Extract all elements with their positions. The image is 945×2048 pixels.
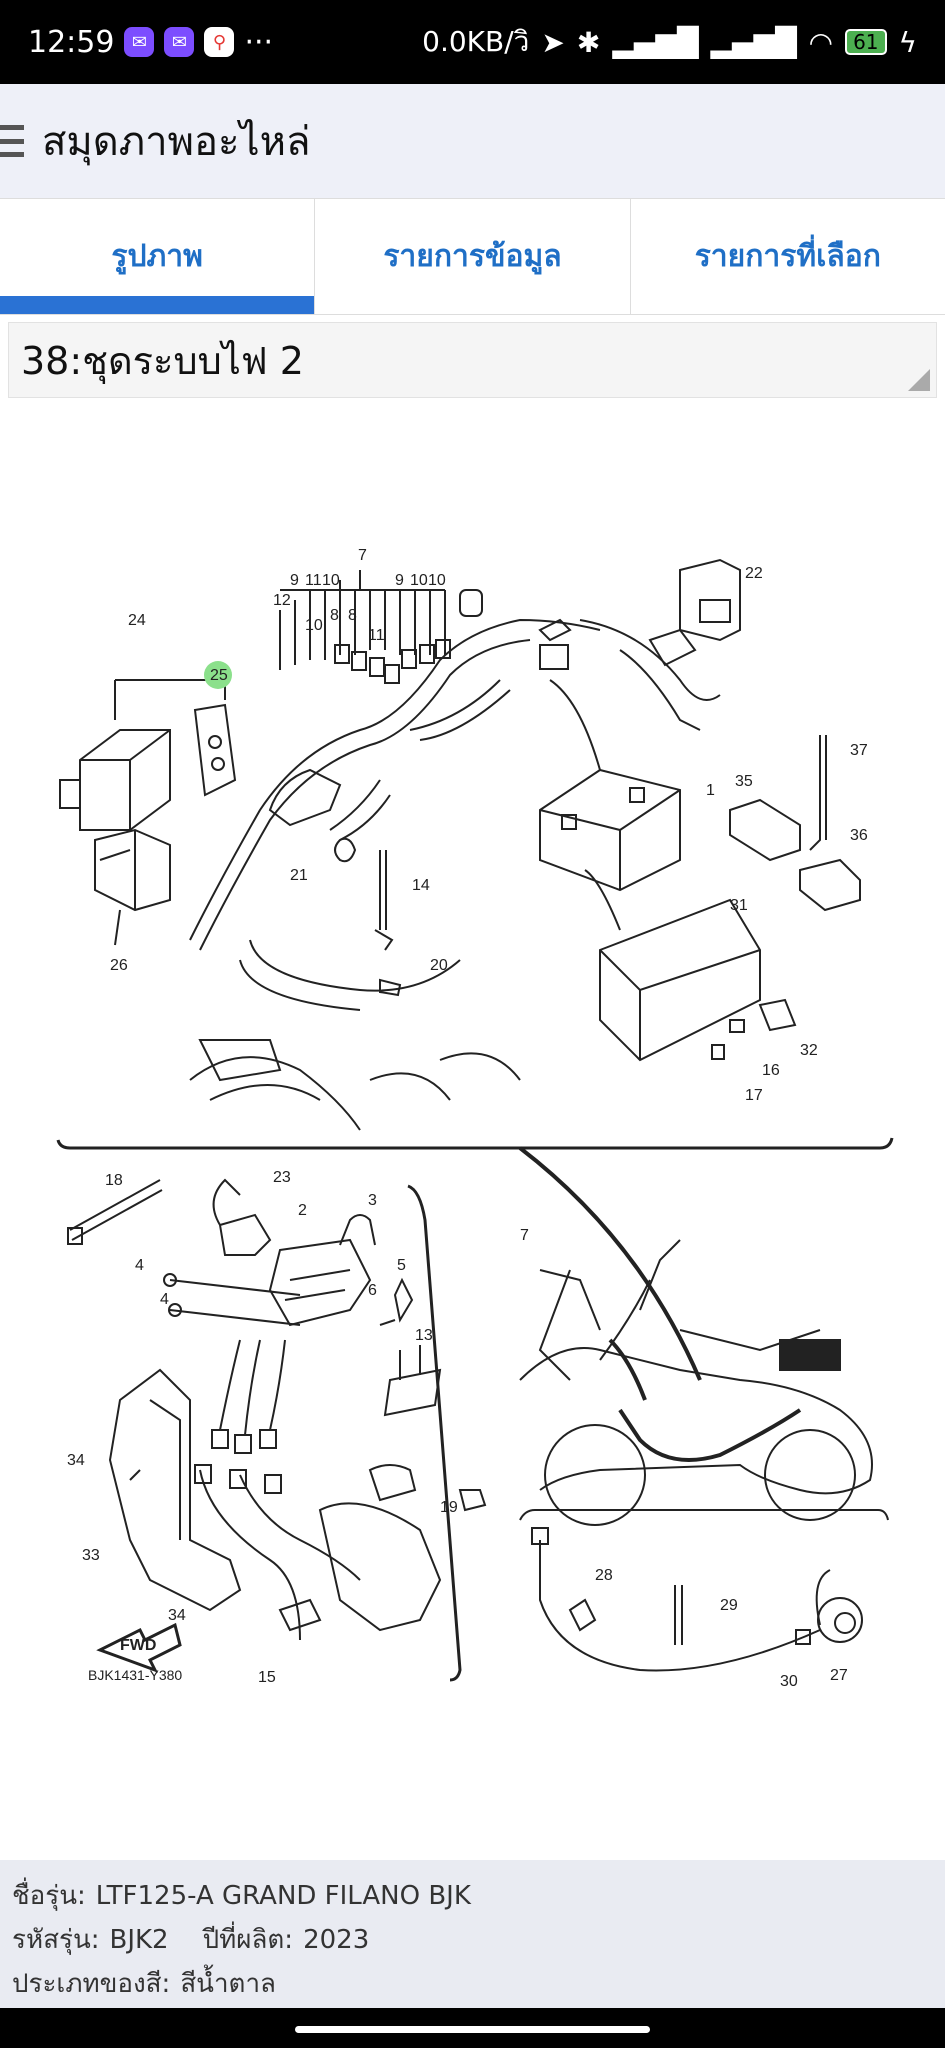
svg-text:3: 3 bbox=[368, 1192, 377, 1209]
tab-selected-list[interactable]: รายการที่เลือก bbox=[694, 239, 881, 274]
messenger-icon-2: ✉ bbox=[164, 27, 195, 57]
signal-icon-2: ▂▄▆█ bbox=[710, 25, 797, 59]
home-gesture-bar[interactable] bbox=[295, 2026, 650, 2033]
svg-text:2: 2 bbox=[298, 1202, 307, 1219]
tab-data-list[interactable]: รายการข้อมูล bbox=[315, 199, 631, 314]
svg-text:28: 28 bbox=[595, 1567, 613, 1584]
model-info: ชื่อรุ่น: LTF125-A GRAND FILANO BJK รหัสร… bbox=[0, 1860, 945, 2008]
page-title: สมุดภาพอะไหล่ bbox=[42, 119, 311, 165]
fwd-label: FWD bbox=[120, 1637, 156, 1654]
svg-text:10: 10 bbox=[322, 572, 340, 589]
svg-text:10: 10 bbox=[428, 572, 446, 589]
svg-text:35: 35 bbox=[735, 773, 753, 790]
svg-text:23: 23 bbox=[273, 1169, 291, 1186]
tab-bar: รูปภาพ รายการข้อมูล รายการที่เลือก bbox=[0, 198, 945, 315]
section-title: 38:ชุดระบบไฟ 2 bbox=[21, 338, 304, 383]
highlight-label: 25 bbox=[210, 667, 228, 684]
svg-text:33: 33 bbox=[82, 1547, 100, 1564]
dropdown-corner-icon bbox=[908, 369, 930, 391]
svg-text:31: 31 bbox=[730, 897, 748, 914]
svg-text:34: 34 bbox=[168, 1607, 186, 1624]
svg-text:30: 30 bbox=[780, 1673, 798, 1690]
svg-text:8: 8 bbox=[348, 607, 357, 624]
svg-text:37: 37 bbox=[850, 742, 868, 759]
svg-text:10: 10 bbox=[410, 572, 428, 589]
nav-bar bbox=[0, 2008, 945, 2048]
svg-text:15: 15 bbox=[258, 1669, 276, 1686]
svg-text:1: 1 bbox=[706, 782, 715, 799]
svg-text:21: 21 bbox=[290, 867, 308, 884]
model-value: LTF125-A GRAND FILANO BJK bbox=[95, 1881, 471, 1911]
battery-icon: 61 bbox=[845, 29, 887, 55]
bluetooth-icon: ✱ bbox=[576, 25, 601, 59]
svg-text:22: 22 bbox=[745, 565, 763, 582]
svg-text:32: 32 bbox=[800, 1042, 818, 1059]
status-time: 12:59 bbox=[28, 24, 115, 60]
diagram-code: BJK1431-Y380 bbox=[88, 1667, 182, 1683]
svg-text:13: 13 bbox=[415, 1327, 433, 1344]
svg-text:10: 10 bbox=[305, 617, 323, 634]
svg-text:6: 6 bbox=[368, 1282, 377, 1299]
svg-text:8: 8 bbox=[330, 607, 339, 624]
app-header: สมุดภาพอะไหล่ bbox=[0, 84, 945, 198]
svg-text:17: 17 bbox=[745, 1087, 763, 1104]
svg-text:7: 7 bbox=[520, 1227, 529, 1244]
svg-text:24: 24 bbox=[128, 612, 146, 629]
code-label: รหัสรุ่น: bbox=[12, 1925, 100, 1955]
tab-picture[interactable]: รูปภาพ bbox=[0, 199, 316, 314]
svg-text:11: 11 bbox=[368, 627, 385, 644]
svg-text:9: 9 bbox=[395, 572, 404, 589]
svg-text:4: 4 bbox=[135, 1257, 144, 1274]
svg-text:12: 12 bbox=[273, 592, 291, 609]
signal-icon: ▂▄▆█ bbox=[612, 25, 699, 59]
messenger-icon: ✉ bbox=[124, 27, 155, 57]
year-value: 2023 bbox=[303, 1925, 370, 1955]
svg-text:16: 16 bbox=[762, 1062, 780, 1079]
svg-text:9: 9 bbox=[290, 572, 299, 589]
svg-text:19: 19 bbox=[440, 1499, 458, 1516]
svg-text:36: 36 bbox=[850, 827, 868, 844]
year-label: ปีที่ผลิต: bbox=[202, 1925, 294, 1955]
color-value: สีน้ำตาล bbox=[180, 1969, 276, 1999]
svg-text:11: 11 bbox=[305, 572, 322, 589]
location-icon: ➤ bbox=[541, 25, 565, 59]
wifi-icon: ◠ bbox=[808, 25, 834, 59]
svg-text:4: 4 bbox=[160, 1291, 169, 1308]
section-dropdown[interactable]: 38:ชุดระบบไฟ 2 bbox=[8, 322, 937, 398]
svg-text:14: 14 bbox=[412, 877, 430, 894]
status-bar: 12:59 ✉ ✉ ⚲ ··· 0.0KB/วิ ➤ ✱ ▂▄▆█ ▂▄▆█ ◠… bbox=[0, 0, 945, 84]
maps-icon: ⚲ bbox=[204, 27, 235, 57]
status-more: ··· bbox=[244, 24, 274, 60]
code-value: BJK2 bbox=[109, 1925, 169, 1955]
color-label: ประเภทของสี: bbox=[12, 1969, 171, 1999]
svg-text:18: 18 bbox=[105, 1172, 123, 1189]
charging-icon: ϟ bbox=[898, 25, 917, 59]
svg-text:26: 26 bbox=[110, 957, 128, 974]
svg-text:27: 27 bbox=[830, 1667, 848, 1684]
svg-text:7: 7 bbox=[358, 547, 367, 564]
svg-text:29: 29 bbox=[720, 1597, 738, 1614]
net-speed: 0.0KB/วิ bbox=[422, 25, 530, 58]
svg-text:5: 5 bbox=[397, 1257, 406, 1274]
model-label: ชื่อรุ่น: bbox=[12, 1881, 86, 1911]
svg-text:20: 20 bbox=[430, 957, 448, 974]
svg-text:34: 34 bbox=[67, 1452, 85, 1469]
menu-icon[interactable] bbox=[0, 125, 24, 157]
